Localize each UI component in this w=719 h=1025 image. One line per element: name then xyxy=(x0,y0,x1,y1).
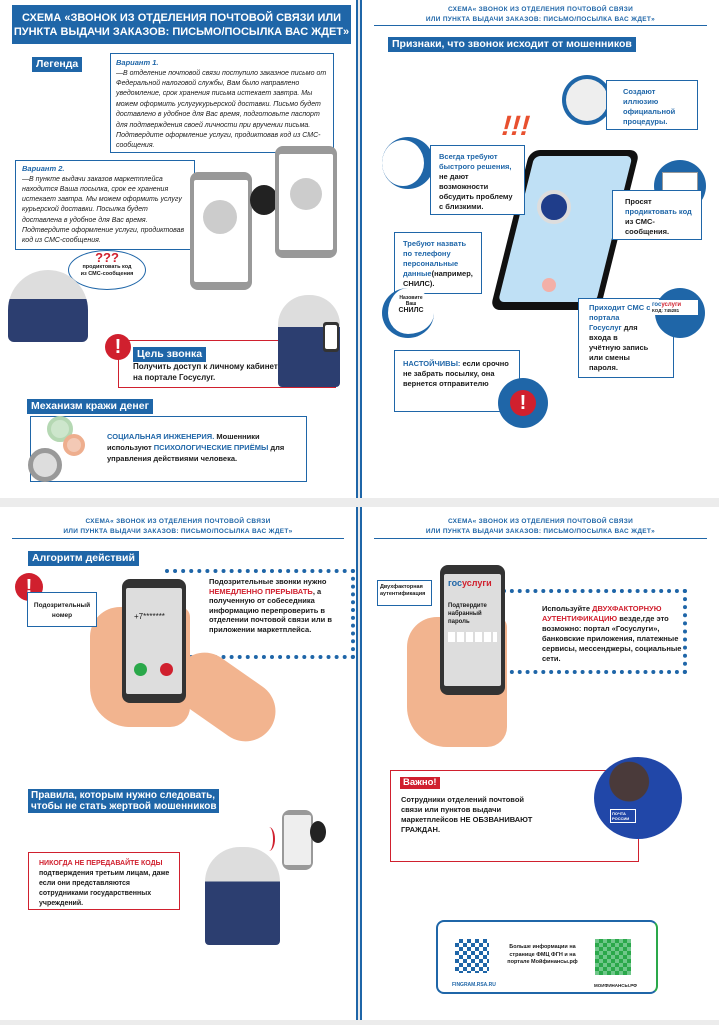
phone-illustration-2 xyxy=(275,146,337,258)
gear-scammer-icon xyxy=(63,434,85,456)
sign-urgency: Всегда требуют быстрого решения, не дают… xyxy=(430,145,525,215)
rule-box: НИКОГДА НЕ ПЕРЕДАВАЙТЕ КОДЫ подтверждени… xyxy=(28,852,180,910)
signs-label: Признаки, что звонок исходит от мошенник… xyxy=(388,37,636,52)
panel-header: СХЕМА« ЗВОНОК ИЗ ОТДЕЛЕНИЯ ПОЧТОВОЙ СВЯЗ… xyxy=(63,518,293,535)
mechanism-label: Механизм кражи денег xyxy=(27,399,153,414)
advice-frame xyxy=(165,569,355,659)
confirm-password-text: Подтвердите набранный пароль xyxy=(448,603,487,625)
phone-illustration: госуслуги Подтвердите набранный пароль xyxy=(440,565,505,695)
ringing-waves-icon xyxy=(263,827,275,851)
sign-personal-data: Требуют назвать по телефону персональные… xyxy=(394,232,482,294)
scammer-avatar xyxy=(203,200,237,234)
sign-official: Создают иллюзию официальной процедуры. xyxy=(606,80,698,130)
phone-icon xyxy=(323,322,339,352)
masked-scammer xyxy=(310,821,326,843)
scammer-avatar-2 xyxy=(290,178,322,210)
call-button-icon xyxy=(542,278,556,292)
panel-algorithm: СХЕМА« ЗВОНОК ИЗ ОТДЕЛЕНИЯ ПОЧТОВОЙ СВЯЗ… xyxy=(0,507,358,1020)
panel-header: СХЕМА« ЗВОНОК ИЗ ОТДЕЛЕНИЯ ПОЧТОВОЙ СВЯЗ… xyxy=(425,518,656,535)
phone-illustration-2 xyxy=(282,810,313,870)
alarm-marks: !!! xyxy=(497,110,535,141)
twofa-text: Используйте ДВУХФАКТОРНУЮ АУТЕНТИФИКАЦИЮ… xyxy=(542,604,682,663)
site-moifinansy[interactable]: МОИФИНАНСЫ.РФ xyxy=(594,983,637,988)
stopwatch-circle xyxy=(382,137,434,189)
password-input[interactable] xyxy=(448,632,497,642)
divider xyxy=(374,25,707,26)
caller-number: +7******* xyxy=(134,612,165,621)
masked-scammer xyxy=(250,185,278,215)
mechanism-text: СОЦИАЛЬНАЯ ИНЖЕНЕРИЯ. Мошенники использу… xyxy=(107,432,285,463)
twofa-label-box: Двухфакторная аутентификация xyxy=(377,580,432,606)
page-title: СХЕМА «ЗВОНОК ИЗ ОТДЕЛЕНИЯ ПОЧТОВОЙ СВЯЗ… xyxy=(12,5,351,44)
official-circle xyxy=(562,75,612,125)
worried-man-illustration xyxy=(8,270,88,342)
warning-circle: ! xyxy=(498,378,548,428)
divider xyxy=(374,538,707,539)
post-employee-photo: ПОЧТА РОССИИ xyxy=(594,757,682,839)
algorithm-text: Подозрительные звонки нужно НЕМЕДЛЕННО П… xyxy=(209,577,332,634)
qr-code-fingram[interactable] xyxy=(455,939,489,973)
panel-2fa: СХЕМА« ЗВОНОК ИЗ ОТДЕЛЕНИЯ ПОЧТОВОЙ СВЯЗ… xyxy=(360,507,719,1020)
scammer-avatar xyxy=(537,190,571,224)
site-fingram[interactable]: FINGRAM.RSA.RU xyxy=(452,982,496,988)
question-bubble: ??? продиктовать код из СМС-сообщения xyxy=(68,250,146,290)
panel-signs: СХЕМА« ЗВОНОК ИЗ ОТДЕЛЕНИЯ ПОЧТОВОЙ СВЯЗ… xyxy=(360,0,719,498)
phone-illustration: +7******* xyxy=(122,579,186,703)
goal-label: Цель звонка xyxy=(133,347,207,362)
more-info-text: Больше информации на странице ФМЦ ФГН и … xyxy=(507,944,578,965)
variant-2-bubble: Вариант 2. —В пункте выдачи заказов марк… xyxy=(15,160,195,250)
answer-button[interactable] xyxy=(134,663,147,676)
warning-icon: ! xyxy=(510,390,536,416)
gear-victim-icon xyxy=(28,448,62,482)
decline-button[interactable] xyxy=(160,663,173,676)
gosuslugi-logo: госуслуги xyxy=(448,578,492,588)
rules-label: Правила, которым нужно следовать,чтобы н… xyxy=(28,789,220,813)
sign-sms-code: Просят продиктовать код из СМС-сообщения… xyxy=(612,190,702,240)
suspicious-number-box: Подозрительный номер xyxy=(27,592,97,627)
legend-label: Легенда xyxy=(32,57,83,72)
variant-1-bubble: Вариант 1. —В отделение почтовой связи п… xyxy=(110,53,334,153)
panel-legend: СХЕМА «ЗВОНОК ИЗ ОТДЕЛЕНИЯ ПОЧТОВОЙ СВЯЗ… xyxy=(0,0,358,498)
man-on-phone-illustration xyxy=(205,847,280,945)
warning-icon: ! xyxy=(105,334,131,360)
algorithm-label: Алгоритм действий xyxy=(28,551,139,566)
important-label: Важно! xyxy=(400,777,440,789)
divider xyxy=(12,538,344,539)
advice-frame xyxy=(502,589,687,674)
panel-header: СХЕМА« ЗВОНОК ИЗ ОТДЕЛЕНИЯ ПОЧТОВОЙ СВЯЗ… xyxy=(425,6,656,23)
qr-code-moifinansy[interactable] xyxy=(595,939,631,975)
snils-circle: Назовите Ваш СНИЛС xyxy=(382,288,434,338)
